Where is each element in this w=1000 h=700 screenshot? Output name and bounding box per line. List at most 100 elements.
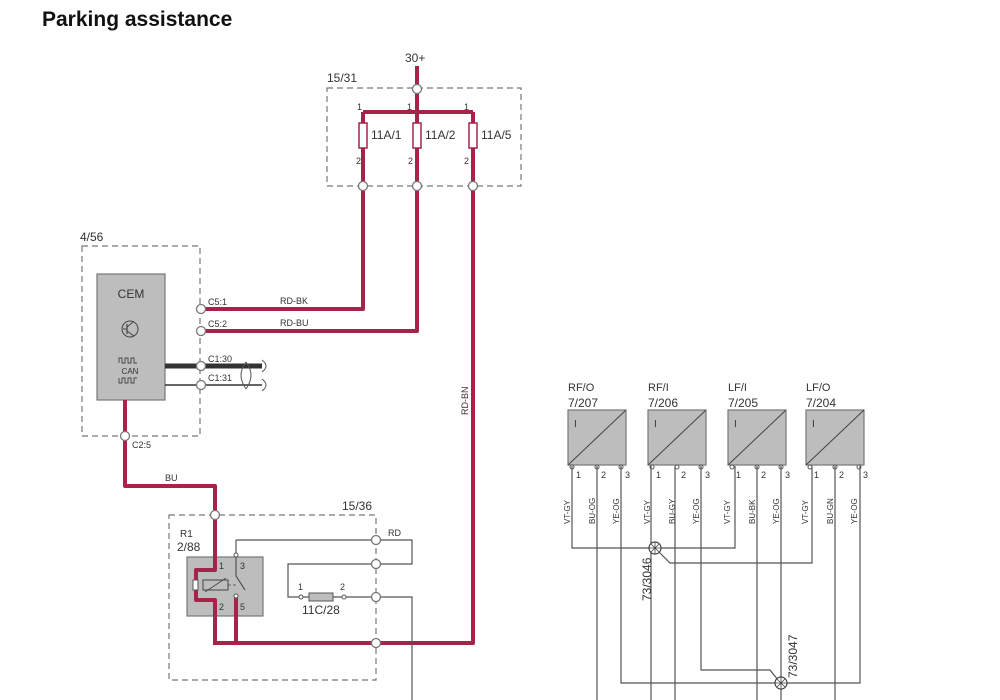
twisted-pair-icon (240, 361, 252, 390)
sensor-position: LF/O (806, 382, 831, 394)
sensor-wire-label: VT-GY (643, 499, 652, 524)
connector-c1-30 (195, 360, 207, 372)
sensor-wire-label: BU-BK (748, 499, 757, 524)
fuse-pin-in: 1 (298, 582, 303, 592)
vt-gy-bus-b (657, 466, 813, 564)
relay-box-outline (168, 514, 377, 681)
sensor-wire-label: BU-GY (668, 498, 677, 524)
relay-box-id: 15/36 (342, 499, 372, 513)
fuse-label: 11A/2 (425, 128, 456, 142)
diode-icon (192, 579, 199, 591)
ye-og-bus-a (620, 466, 861, 684)
sensor-diagonal (727, 409, 787, 466)
sensor-position: RF/O (568, 382, 595, 394)
connector-label: C1:31 (208, 373, 232, 383)
fuse-pin-in: 1 (357, 102, 362, 112)
sensor-pin-label: 3 (705, 470, 710, 480)
sensor-glyph: I (654, 419, 657, 430)
fuse-pin-out: 2 (464, 156, 469, 166)
fuse-icon (468, 122, 478, 149)
connector-c5-2 (195, 325, 207, 337)
relay-ref: 2/88 (177, 540, 201, 554)
relay-pin-label: 2 (219, 602, 224, 612)
sensor-wire-label: BU-GN (826, 498, 835, 524)
sensor-id: 7/207 (568, 396, 598, 410)
connector-c2-5 (119, 430, 131, 442)
sensor-diagonal (567, 409, 627, 466)
fuse-out-node (467, 180, 479, 192)
sensor-position: RF/I (648, 382, 669, 394)
sensor-glyph: I (812, 419, 815, 430)
relay-switch-icon (235, 540, 246, 591)
connector-c1-31 (195, 379, 207, 391)
sensor-glyph: I (574, 419, 577, 430)
splice-73-3047: 73/3047 (774, 634, 800, 690)
fuse-11c-28-out-wire (342, 596, 413, 700)
sensor-wire-label: YE-OG (612, 498, 621, 524)
connector-c5-1 (195, 303, 207, 315)
fuse-11a-1: 1 2 11A/1 (356, 102, 402, 186)
sensor-id: 7/205 (728, 396, 758, 410)
cem-outline (81, 245, 201, 437)
sensor-wire-label: VT-GY (563, 499, 572, 524)
sensor-wire-label: YE-OG (772, 498, 781, 524)
connector-label: C5:2 (208, 319, 227, 329)
sensor-pin-label: 3 (863, 470, 868, 480)
wire-rd-bu (203, 186, 419, 333)
transistor-icon (121, 320, 139, 338)
fuse-11a-5: 1 2 11A/5 (464, 102, 512, 186)
fuse-label: 11C/28 (302, 603, 340, 617)
sensor-pin-label: 2 (839, 470, 844, 480)
sensor-wiring: 73/3046 73/3047 (571, 466, 861, 700)
sensor-wire-label: VT-GY (801, 499, 810, 524)
supply-node (411, 83, 423, 95)
fuse-pin-out: 2 (356, 156, 361, 166)
connector-label: C5:1 (208, 297, 227, 307)
sensor-wire-label: BU-OG (588, 498, 597, 524)
sensor-pin-label: 1 (814, 470, 819, 480)
sensor-pin (729, 464, 735, 470)
sensor-pin-label: 2 (601, 470, 606, 480)
fuse-out-node (357, 180, 369, 192)
sensor-position: LF/I (728, 382, 747, 394)
splice-label: 73/3046 (640, 557, 654, 601)
wire-break-icon (261, 359, 267, 373)
fuse-pin-in: 1 (464, 102, 469, 112)
fuse-out-node (411, 180, 423, 192)
wire-bu (123, 400, 217, 518)
supply-label: 30+ (405, 51, 425, 65)
relay-id: R1 (180, 529, 193, 540)
fuse-label: 11A/5 (481, 128, 512, 142)
fuse-pin-out: 2 (340, 582, 345, 592)
fuse-icon (308, 592, 334, 602)
wire-label-bu: BU (165, 473, 178, 483)
can-signal-icon: CAN (118, 357, 139, 384)
relay-pin-label: 5 (240, 602, 245, 612)
fuse-pin-out: 2 (408, 156, 413, 166)
wire-label-rd: RD (388, 528, 401, 538)
sensor-pin-label: 1 (736, 470, 741, 480)
fuse-box-id: 15/31 (327, 71, 357, 85)
sensor-diagonal (647, 409, 707, 466)
relay-box-node (370, 637, 382, 649)
cem-id: 4/56 (80, 230, 104, 244)
sensor-pin-label: 2 (761, 470, 766, 480)
can-label: CAN (122, 367, 139, 376)
fuse-11c-28: 1 2 11C/28 (298, 582, 347, 617)
sensor-diagonal (805, 409, 865, 466)
relay-box-node (370, 534, 382, 546)
relay-box-node (209, 509, 221, 521)
relay-box-node (370, 591, 382, 603)
splice-73-3046: 73/3046 (640, 541, 662, 601)
fuse-label: 11A/1 (371, 128, 402, 142)
sensor-id: 7/206 (648, 396, 678, 410)
sensor-glyph: I (734, 419, 737, 430)
relay-pin-label: 3 (240, 561, 245, 571)
wire-label-rd-bn: RD-BN (460, 387, 470, 416)
sensor-pin-label: 3 (785, 470, 790, 480)
